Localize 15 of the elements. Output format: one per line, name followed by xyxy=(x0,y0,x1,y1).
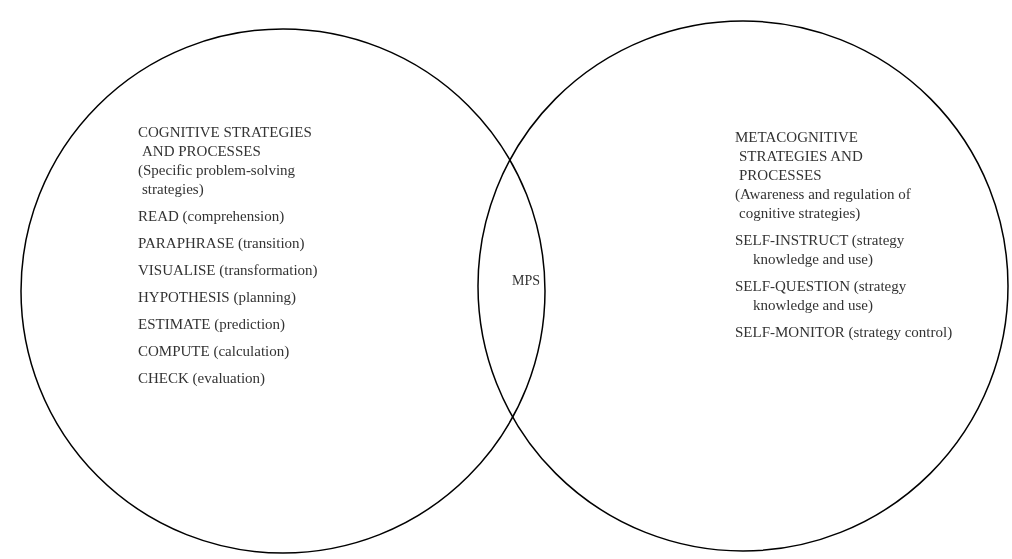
strategy-text: COMPUTE (calculation) xyxy=(138,342,291,361)
strategy-text: SELF-QUESTION (strategy knowledge and use) xyxy=(735,277,908,315)
strategy-text: READ (comprehension) xyxy=(138,207,286,226)
subheading-text: (Awareness and regulation of cognitive strategies) xyxy=(735,185,912,223)
heading-text: METACOGNITIVE STRATEGIES AND PROCESSES xyxy=(735,128,864,185)
strategy-text: ESTIMATE (prediction) xyxy=(138,315,287,334)
subheading-text: (Specific problem-solving strategies) xyxy=(138,161,297,199)
overlap-label: MPS xyxy=(500,270,552,292)
strategy-text: SELF-INSTRUCT (strategy knowledge and use) xyxy=(735,231,906,269)
strategy-text: CHECK (evaluation) xyxy=(138,369,267,388)
heading-text: COGNITIVE STRATEGIES AND PROCESSES xyxy=(138,123,313,161)
strategy-text: VISUALISE (transformation) xyxy=(138,261,319,280)
strategy-text: PARAPHRASE (transition) xyxy=(138,234,306,253)
strategy-text: HYPOTHESIS (planning) xyxy=(138,288,297,307)
strategy-text: SELF-MONITOR (strategy control) xyxy=(735,323,954,342)
